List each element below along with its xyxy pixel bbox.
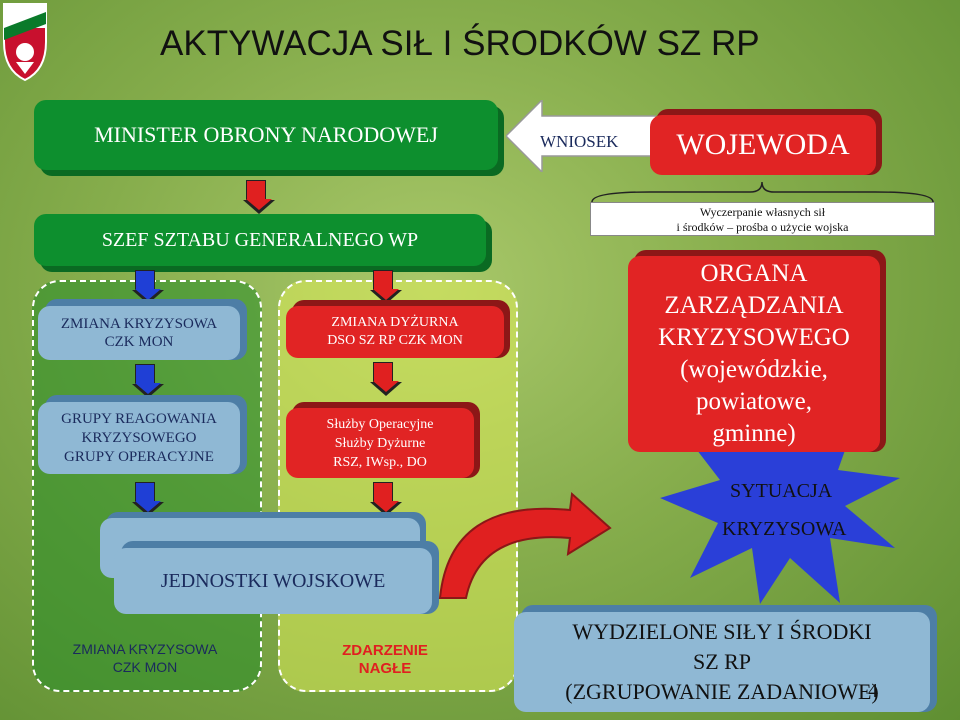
down-arrow: [132, 270, 164, 304]
emblem-logo: [2, 2, 48, 82]
down-arrow: [243, 180, 275, 214]
down-arrow: [132, 364, 164, 398]
zdarzenie-nagle: ZDARZENIE NAGŁE: [342, 642, 428, 677]
zmiana-kryzysowa-bottom: ZMIANA KRYZYSOWA CZK MON: [72, 641, 218, 675]
down-arrow: [370, 270, 402, 304]
sytuacja-label-2: KRYZYSOWA: [722, 518, 847, 540]
zmiana-dyzurna-box: ZMIANA DYŻURNA DSO SZ RP CZK MON: [286, 306, 504, 358]
wniosek-label: WNIOSEK: [540, 132, 619, 151]
down-arrow: [132, 482, 164, 516]
sytuacja-label-1: SYTUACJA: [730, 480, 833, 502]
minister-box: MINISTER OBRONY NARODOWEJ: [34, 100, 498, 170]
sluzby-box: Służby Operacyjne Służby Dyżurne RSZ, IW…: [286, 408, 474, 478]
grupy-reagowania-box: GRUPY REAGOWANIA KRYZYSOWEGO GRUPY OPERA…: [38, 402, 240, 474]
jednostki-wojskowe-box: JEDNOSTKI WOJSKOWE: [114, 548, 432, 614]
down-arrow: [370, 362, 402, 396]
page-number: 4: [868, 680, 878, 702]
page-title: AKTYWACJA SIŁ I ŚRODKÓW SZ RP: [160, 24, 760, 63]
down-arrow: [370, 482, 402, 516]
curved-arrow: [420, 480, 620, 610]
wydzielone-sily-box: WYDZIELONE SIŁY I ŚRODKI SZ RP (ZGRUPOWA…: [514, 612, 930, 712]
szef-sztabu-box: SZEF SZTABU GENERALNEGO WP: [34, 214, 486, 266]
wyczerpanie-brace: [590, 180, 935, 204]
wojewoda-box: WOJEWODA: [650, 115, 876, 175]
zmiana-kryzysowa-box: ZMIANA KRYZYSOWA CZK MON: [38, 306, 240, 360]
wyczerpanie-note: Wyczerpanie własnych sił i środków – pro…: [590, 202, 935, 236]
organa-box: ORGANA ZARZĄDZANIA KRYZYSOWEGO (wojewódz…: [628, 256, 880, 452]
